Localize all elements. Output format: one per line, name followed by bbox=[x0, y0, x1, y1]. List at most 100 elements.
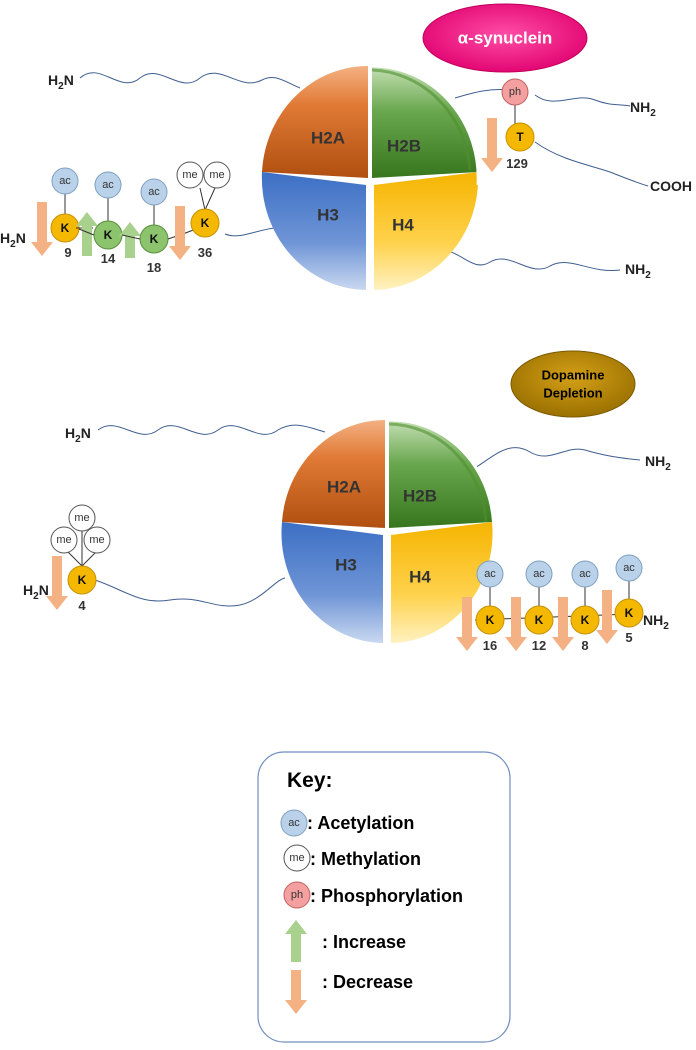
h2b-n-terminus: NH2 bbox=[630, 99, 656, 119]
residue-letter: K bbox=[61, 221, 70, 235]
h3-residue-k18: ac K 18 bbox=[119, 178, 169, 275]
legend-title: Key: bbox=[287, 769, 333, 792]
h4-n-terminus: NH2 bbox=[625, 261, 651, 281]
h4-label: H4 bbox=[392, 216, 414, 235]
h4-quadrant bbox=[374, 172, 479, 290]
acetyl-mark: ac bbox=[148, 186, 160, 198]
alpha-synuclein-badge: α-synuclein bbox=[422, 3, 588, 73]
residue-letter: K bbox=[150, 232, 159, 246]
h2b-c-terminus: COOH bbox=[650, 178, 692, 194]
decrease-arrow-icon bbox=[505, 637, 527, 651]
legend-methyl-icon: me bbox=[289, 852, 304, 864]
h4-n-terminus-2: NH2 bbox=[643, 612, 669, 632]
h2a-n-terminus-2: H2N bbox=[65, 425, 91, 445]
h4-residue-k12: ac K 12 bbox=[505, 560, 554, 653]
methyl-mark: me bbox=[56, 534, 71, 546]
decrease-arrow-icon bbox=[169, 246, 191, 260]
h2a-quadrant bbox=[282, 419, 385, 528]
h4-quadrant bbox=[391, 522, 493, 643]
acetyl-mark: ac bbox=[59, 175, 71, 187]
methyl-mark: me bbox=[209, 169, 224, 181]
methyl-mark: me bbox=[89, 534, 104, 546]
h2b-residue-t129: ph T 129 bbox=[481, 78, 535, 172]
residue-position: 12 bbox=[532, 638, 546, 653]
h4-residue-k8: ac K 8 bbox=[552, 560, 600, 653]
h2b-label: H2B bbox=[403, 487, 437, 506]
h3-n-terminus: H2N bbox=[0, 230, 26, 250]
residue-letter: K bbox=[535, 613, 544, 627]
legend-increase-arrow-icon bbox=[285, 920, 307, 962]
h3-residue-k9: ac K 9 bbox=[31, 167, 80, 260]
residue-position: 14 bbox=[101, 251, 116, 266]
h2b-quadrant bbox=[372, 65, 478, 178]
h2b-label: H2B bbox=[387, 137, 421, 156]
acetyl-mark: ac bbox=[623, 562, 635, 574]
residue-letter: K bbox=[78, 573, 87, 587]
panel-dopamine-depletion: Dopamine Depletion H2N NH2 H2N NH2 H2A H… bbox=[23, 350, 671, 653]
h2b-quadrant bbox=[389, 419, 492, 528]
nucleosome-1: H2A H2B H3 H4 bbox=[261, 64, 480, 290]
residue-letter: T bbox=[516, 130, 524, 144]
h2a-n-terminus: H2N bbox=[48, 72, 74, 92]
h3-quadrant bbox=[261, 172, 366, 290]
legend-decrease-arrow-icon bbox=[285, 970, 307, 1014]
residue-letter: K bbox=[625, 606, 634, 620]
legend-methylation-label: : Methylation bbox=[310, 849, 421, 869]
residue-position: 9 bbox=[64, 245, 71, 260]
legend-decrease-label: : Decrease bbox=[322, 972, 413, 992]
h3-residue-k4: me me me K 4 bbox=[46, 504, 111, 613]
residue-position: 129 bbox=[506, 156, 528, 171]
methyl-mark: me bbox=[74, 512, 89, 524]
residue-letter: K bbox=[201, 216, 210, 230]
alpha-synuclein-badge-label: α-synuclein bbox=[458, 29, 553, 48]
nucleosome-2: H2A H2B H3 H4 bbox=[281, 418, 496, 643]
acetyl-mark: ac bbox=[102, 179, 114, 191]
h3-n-terminus-2: H2N bbox=[23, 582, 49, 602]
legend-phospho-icon: ph bbox=[291, 889, 303, 901]
acetyl-mark: ac bbox=[484, 568, 496, 580]
residue-position: 18 bbox=[147, 260, 161, 275]
panel-alpha-synuclein: α-synuclein H2N NH2 COOH NH2 H2N H2A H2B… bbox=[0, 3, 692, 290]
legend-increase-label: : Increase bbox=[322, 932, 406, 952]
residue-letter: K bbox=[581, 613, 590, 627]
h3-residue-k36: me me K 36 bbox=[167, 161, 231, 260]
dopamine-badge-line1: Dopamine bbox=[542, 368, 605, 383]
residue-position: 5 bbox=[625, 630, 632, 645]
dopamine-badge-line2: Depletion bbox=[543, 386, 602, 401]
decrease-arrow-icon bbox=[596, 630, 618, 644]
h4-residue-k5: ac K 5 bbox=[596, 554, 644, 645]
methyl-mark: me bbox=[182, 169, 197, 181]
h3-quadrant bbox=[281, 522, 383, 643]
decrease-arrow-icon bbox=[481, 158, 503, 172]
h2a-label: H2A bbox=[311, 129, 345, 148]
h4-label: H4 bbox=[409, 568, 431, 587]
phospho-mark: ph bbox=[509, 86, 521, 98]
decrease-arrow-icon bbox=[552, 637, 574, 651]
legend-acetyl-icon: ac bbox=[288, 817, 300, 829]
h4-residue-k16: ac K 16 bbox=[456, 560, 505, 653]
decrease-arrow-icon bbox=[456, 637, 478, 651]
decrease-arrow-icon bbox=[46, 596, 68, 610]
residue-position: 36 bbox=[198, 245, 212, 260]
h2b-n-terminus-2: NH2 bbox=[645, 453, 671, 473]
h3-label: H3 bbox=[335, 556, 357, 575]
decrease-arrow-icon bbox=[31, 242, 53, 256]
legend-key: Key: ac : Acetylation me : Methylation p… bbox=[257, 751, 511, 1043]
h3-residue-k14: ac K 14 bbox=[76, 171, 123, 266]
h3-label: H3 bbox=[317, 206, 339, 225]
legend-acetylation-label: : Acetylation bbox=[307, 813, 414, 833]
residue-letter: K bbox=[486, 613, 495, 627]
increase-arrow-icon bbox=[76, 212, 98, 226]
residue-position: 16 bbox=[483, 638, 497, 653]
acetyl-mark: ac bbox=[533, 568, 545, 580]
dopamine-depletion-badge: Dopamine Depletion bbox=[510, 350, 636, 418]
h2a-quadrant bbox=[262, 65, 368, 178]
acetyl-mark: ac bbox=[579, 568, 591, 580]
h2a-label: H2A bbox=[327, 478, 361, 497]
residue-position: 4 bbox=[78, 598, 86, 613]
residue-letter: K bbox=[104, 228, 113, 242]
residue-position: 8 bbox=[581, 638, 588, 653]
legend-phosphorylation-label: : Phosphorylation bbox=[310, 886, 463, 906]
increase-arrow-icon bbox=[119, 222, 141, 236]
